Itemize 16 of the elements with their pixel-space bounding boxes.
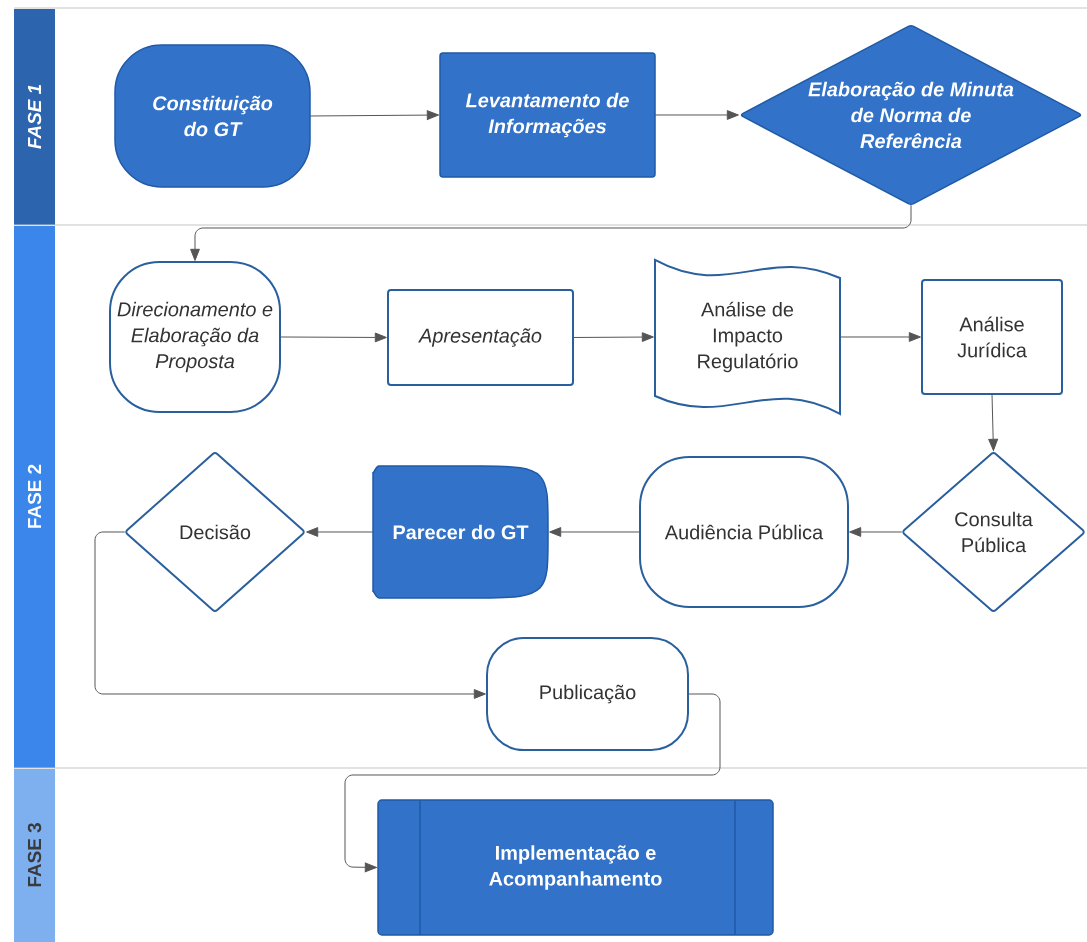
- process-box: Análise Jurídica: [921, 279, 1063, 395]
- arrow: [94, 531, 486, 699]
- arrow: [309, 110, 439, 120]
- predefined-process-box: Implementação e Acompanhamento: [377, 799, 774, 936]
- arrow: [988, 393, 999, 451]
- arrow: [190, 204, 912, 261]
- arrow: [572, 332, 654, 342]
- arrow: [849, 527, 903, 537]
- arrow: [344, 693, 721, 873]
- process-box: Apresentação: [387, 289, 574, 386]
- arrow: [306, 527, 374, 537]
- arrow: [654, 110, 739, 120]
- arrow: [279, 332, 387, 343]
- arrow: [549, 527, 641, 537]
- process-box: Levantamento de Informações: [439, 52, 656, 178]
- arrow: [839, 332, 921, 342]
